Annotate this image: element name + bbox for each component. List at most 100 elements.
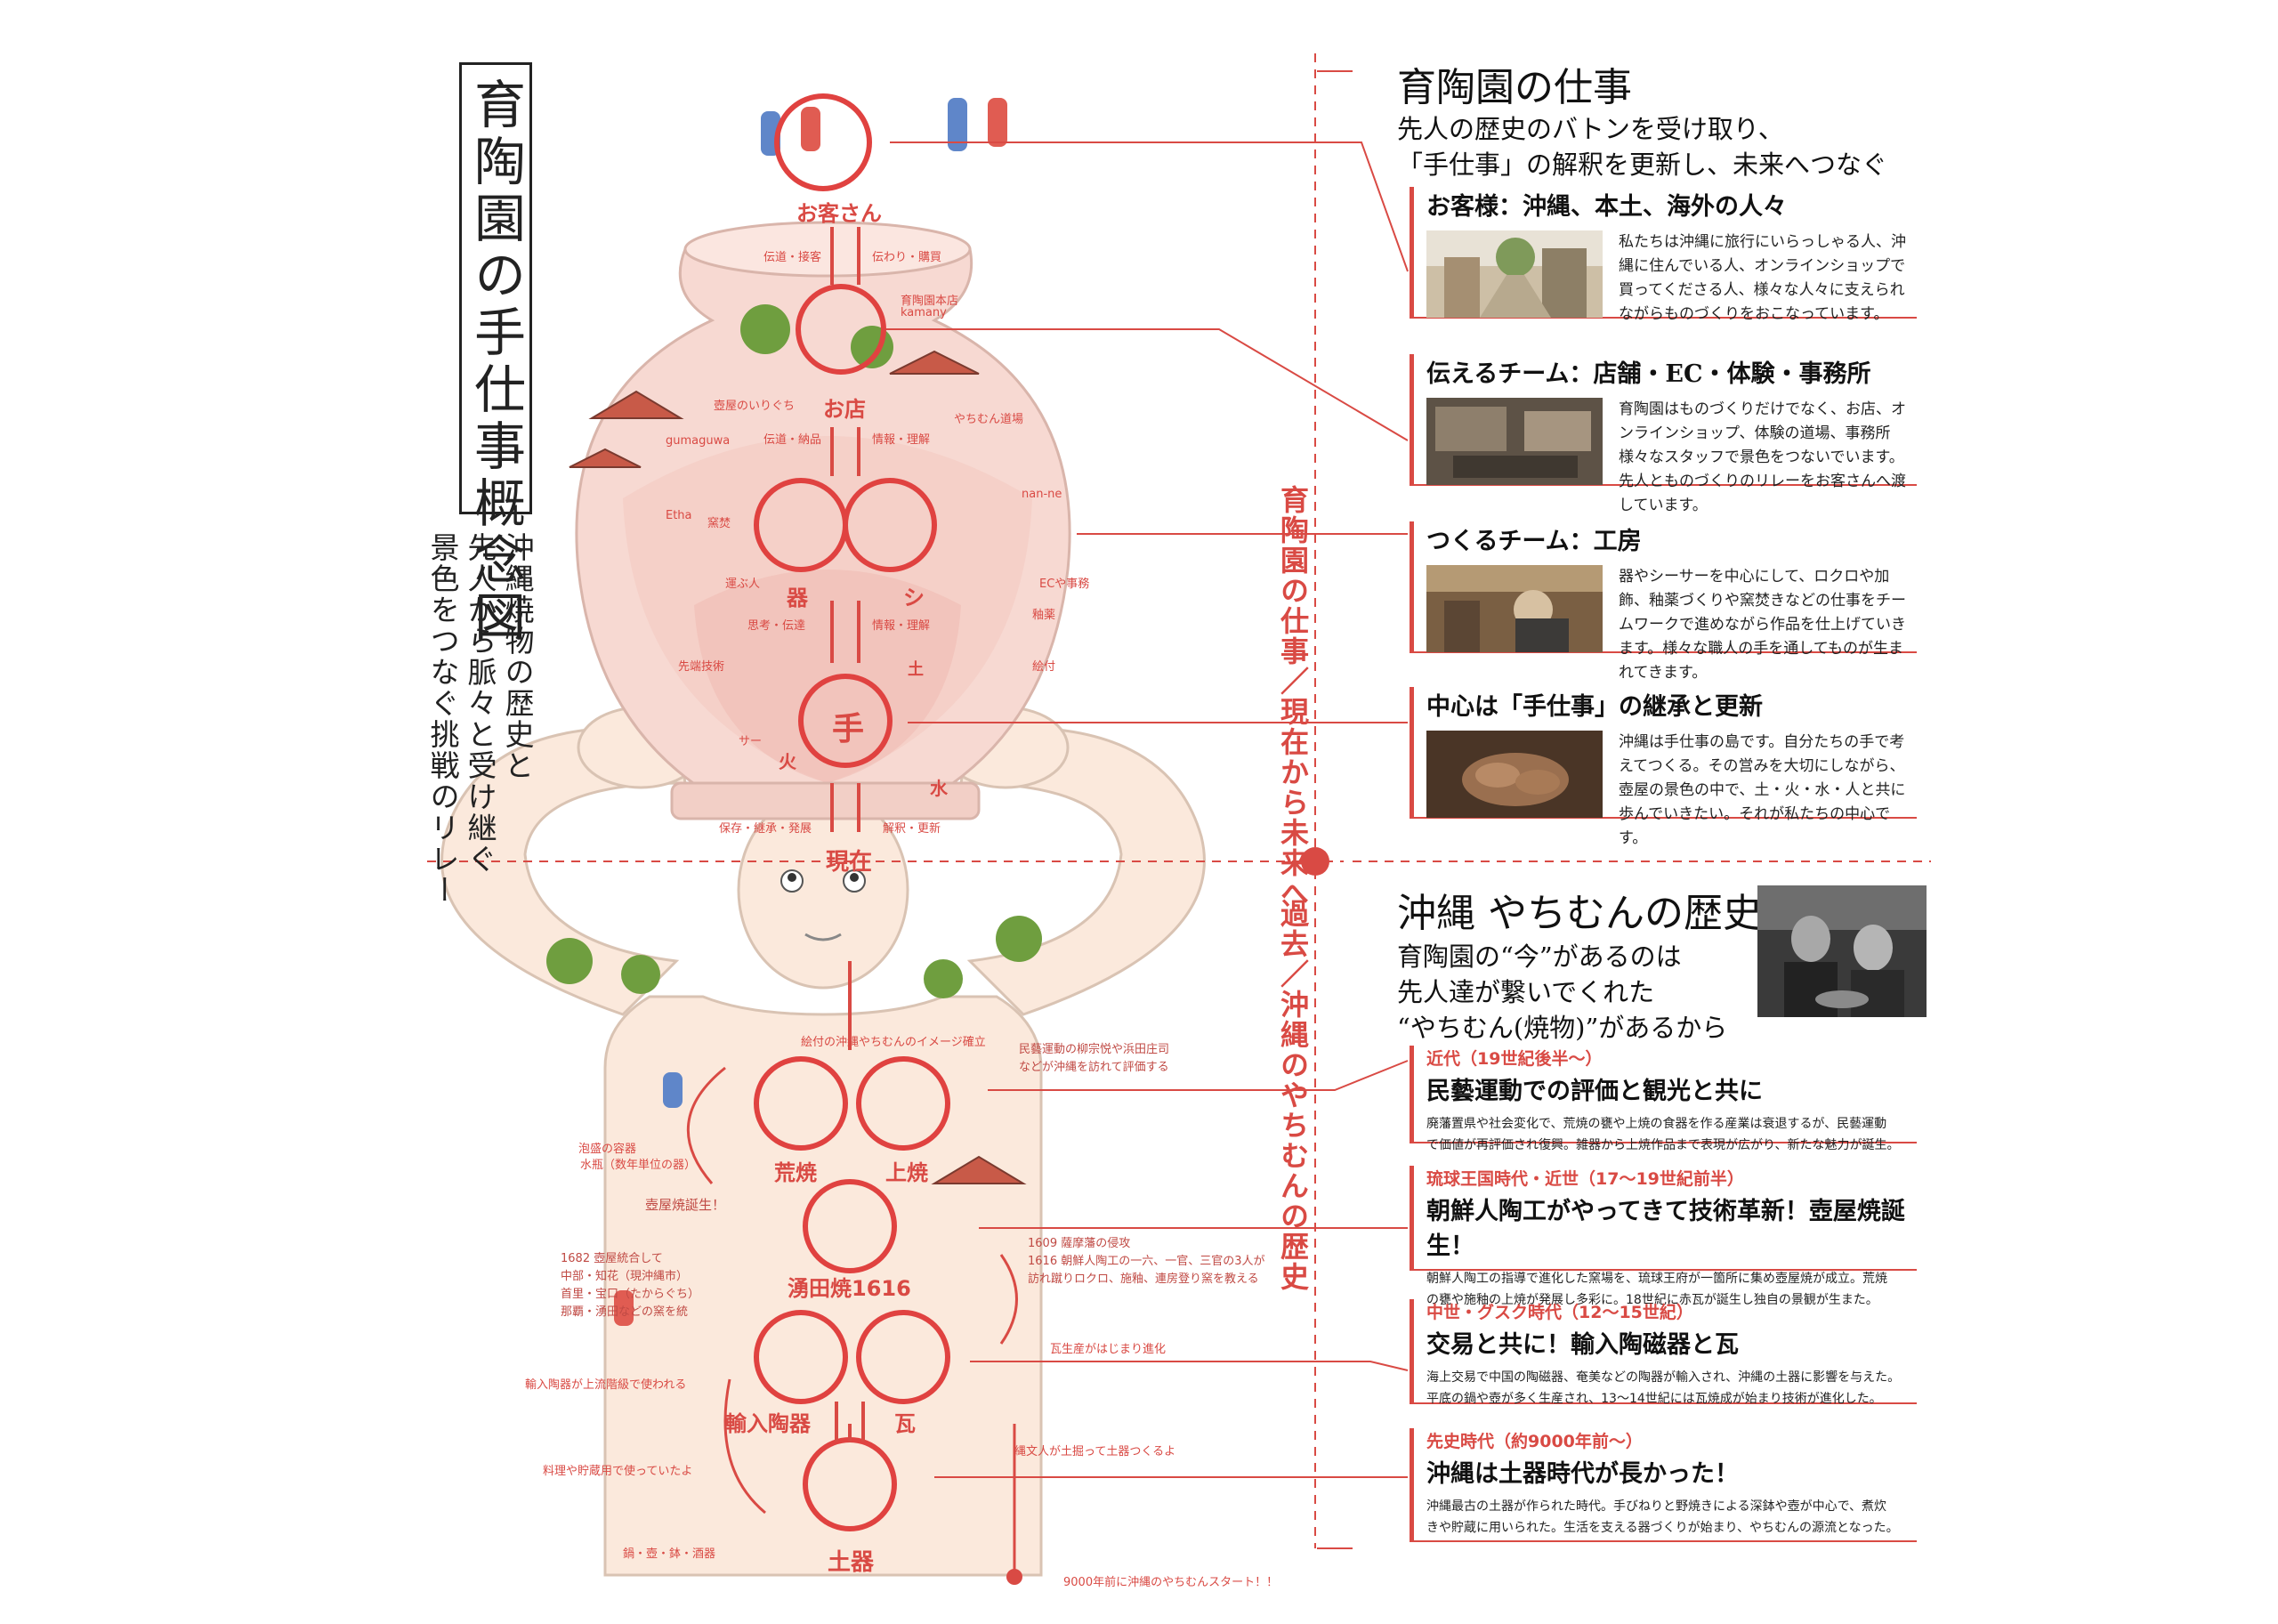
work-card-handcraft-title: 中心は「手仕事」の継承と更新 (1426, 693, 1763, 721)
work-card-customers-text: 私たちは沖縄に旅行にいらっしゃる人、沖縄に住んでいる人、オンラインショップで買っ… (1619, 233, 1906, 323)
ann-iriguchi: 壺屋のいりぐち (714, 400, 796, 413)
ann-kamany: kamany (901, 306, 947, 319)
ann-glaze: 釉薬 (1032, 609, 1056, 622)
history-lead-2: 先人達が繋いでくれた (1397, 977, 1655, 1007)
vertical-label-lower: 過去／沖縄のやちむんの歴史 (1276, 899, 1310, 1292)
ann-start: 9000年前に沖縄のやちむんスタート！！ (1063, 1576, 1279, 1589)
now-marker-dot (1301, 847, 1329, 876)
ann-dojo: やちむん道場 (954, 413, 1024, 426)
work-card-team-make-text: 器やシーサーを中心にして、ロクロや加飾、釉薬づくりや窯焚きなどの仕事をチームワー… (1619, 568, 1906, 682)
history-card-medieval-text-1: 海上交易で中国の陶磁器、奄美などの陶器が輸入され、沖縄の土器に影響を与えた。 (1426, 1370, 1901, 1385)
ann-1682-2: 中部・知花（現沖縄市） (561, 1270, 689, 1283)
history-card-medieval-text-2: 平底の鍋や壺が多く生産され、13〜14世紀には瓦焼成が始まり技術が進化した。 (1426, 1392, 1882, 1406)
history-card-modern-text-1: 廃藩置県や社会変化で、荒焼の甕や上焼の食器を作る産業は衰退するが、民藝運動 (1426, 1117, 1887, 1131)
ann-suikame: 水瓶（数年単位の器） (580, 1159, 697, 1172)
ann-1682-4: 那覇・湧田などの窯を統 (561, 1305, 689, 1319)
node-shop: お店 (823, 397, 866, 422)
node-tile: 瓦 (894, 1411, 916, 1436)
ann-mingei: 民藝運動の柳宗悦や浜田庄司 などが沖縄を訪れて評価する (1019, 1041, 1169, 1077)
diagram-title-box: 育陶園の手仕事概念図 (459, 62, 532, 647)
ann-tsuboya: 壺屋焼誕生！ (645, 1197, 726, 1213)
photo-history-image (1757, 885, 1927, 1017)
node-now: 現在 (826, 849, 873, 876)
history-card-prehistoric-text-2: きや貯蔵に用いられた。生活を支える器づくりが始まり、やちむんの源流となった。 (1426, 1521, 1899, 1535)
ann-etha: Etha (666, 509, 692, 522)
history-card-prehistoric: 先史時代（約9000年前〜） 沖縄は土器時代が長かった！ 沖縄最古の土器が作られ… (1410, 1428, 1917, 1542)
node-hand: 手 (832, 711, 865, 747)
figure-body (603, 995, 1043, 1577)
subtitle-line-1: 沖縄焼物の歴史と (500, 532, 535, 781)
work-lead-2: 「手仕事」の解釈を更新し、未来へつなぐ (1397, 149, 1888, 180)
vertical-label-upper: 育陶園の仕事／現在から未来へ (1276, 485, 1310, 909)
node-doki: 土器 (828, 1549, 875, 1576)
ann-1682: 1682 壺屋統合して 中部・知花（現沖縄市） 首里・宝口（たからぐち） 那覇・… (561, 1250, 699, 1321)
work-card-team-communicate: 伝えるチーム：店舗・EC・体験・事務所 育陶園はものづくりだけでなく、お店、オン… (1410, 354, 1917, 514)
ann-1616: 1616 朝鮮人陶工の一六、一官、三官の3人が (1028, 1255, 1265, 1268)
ann-shop-cust: 伝わり・購買 (872, 251, 942, 264)
history-card-ryukyu-text-1: 朝鮮人陶工の指導で進化した窯場を、琉球王府が一箇所に集め壺屋焼が成立。荒焼 (1426, 1272, 1887, 1286)
ann-kawara: 瓦生産がはじまり進化 (1050, 1343, 1167, 1356)
history-card-ryukyu-text-2: の甕や施釉の上焼が発展し多彩に。18世紀に赤瓦が誕生し独自の景観が生また。 (1426, 1293, 1878, 1307)
photo-workshop-image (1426, 565, 1603, 652)
history-card-modern-era: 近代（19世紀後半〜） (1426, 1049, 1603, 1069)
photo-hands-image (1426, 731, 1603, 818)
ann-hozon: 保存・継承・発展 (719, 822, 812, 836)
node-shisa: シ (903, 586, 925, 610)
history-card-medieval: 中世・グスク時代（12〜15世紀） 交易と共に！輸入陶磁器と瓦 海上交易で中国の… (1410, 1299, 1917, 1406)
ann-cust-shop: 伝道・接客 (763, 251, 822, 264)
subtitle-line-3: 景色をつなぐ挑戦のリレー (425, 532, 460, 906)
history-card-prehistoric-text-1: 沖縄最古の土器が作られた時代。手びねりと野焼きによる深鉢や壺が中心で、煮炊 (1426, 1499, 1887, 1514)
history-card-prehistoric-text: 沖縄最古の土器が作られた時代。手びねりと野焼きによる深鉢や壺が中心で、煮炊きや貯… (1426, 1496, 1917, 1539)
history-card-ryukyu-era: 琉球王国時代・近世（17〜19世紀前半） (1426, 1169, 1744, 1189)
photo-street-image (1426, 230, 1603, 318)
work-card-team-make-title: つくるチーム：工房 (1426, 528, 1642, 555)
work-card-team-communicate-title: 伝えるチーム：店舗・EC・体験・事務所 (1426, 360, 1871, 388)
history-card-modern: 近代（19世紀後半〜） 民藝運動での評価と観光と共に 廃藩置県や社会変化で、荒焼… (1410, 1046, 1917, 1152)
ann-hakobu: 運ぶ人 (725, 578, 761, 591)
work-card-customers: お客様：沖縄、本土、海外の人々 私たちは沖縄に旅行にいらっしゃる人、沖縄に住んで… (1410, 187, 1917, 323)
history-card-modern-text: 廃藩置県や社会変化で、荒焼の甕や上焼の食器を作る産業は衰退するが、民藝運動で価値… (1426, 1113, 1917, 1156)
ann-mingei-1: 民藝運動の柳宗悦や浜田庄司 (1019, 1043, 1170, 1056)
ann-shop-left: 伝道・納品 (763, 433, 822, 447)
work-card-customers-title: お客様：沖縄、本土、海外の人々 (1426, 193, 1787, 221)
ann-1609: 1609 薩摩藩の侵攻 1616 朝鮮人陶工の一六、一官、三官の3人が 訪れ蹴り… (1028, 1235, 1265, 1289)
ann-mingei-2: などが沖縄を訪れて評価する (1019, 1061, 1169, 1074)
diagram-title: 育陶園の手仕事概念図 (465, 77, 526, 647)
ann-kiln: 窯焚 (707, 517, 731, 530)
history-card-prehistoric-title: 沖縄は土器時代が長かった！ (1426, 1460, 1739, 1488)
ann-shop-name: 育陶園本店 (901, 295, 959, 308)
node-joyachi: 上焼 (885, 1160, 928, 1185)
history-lead: 育陶園の“今”があるのは 先人達が繋いでくれた “やちむん(焼物)”があるから (1397, 939, 1727, 1046)
work-lead: 先人の歴史のバトンを受け取り、 「手仕事」の解釈を更新し、未来へつなぐ (1397, 111, 1887, 182)
work-card-handcraft: 中心は「手仕事」の継承と更新 沖縄は手仕事の島です。自分たちの手で考えてつくる。… (1410, 687, 1917, 847)
history-card-ryukyu-title: 朝鮮人陶工がやってきて技術革新！壺屋焼誕生！ (1426, 1198, 1905, 1260)
ann-sa: サー (739, 735, 763, 748)
subtitle-line-2: 先人から脈々と受け継ぐ (463, 532, 497, 875)
ann-nabe: 鍋・壺・鉢・酒器 (623, 1547, 716, 1561)
work-card-team-make: つくるチーム：工房 器やシーサーを中心にして、ロクロや加飾、釉薬づくりや窯焚きな… (1410, 521, 1917, 682)
ann-yachimun-image: 絵付の沖縄やちむんのイメージ確立 (801, 1036, 986, 1049)
ann-awamori: 泡盛の容器 (578, 1143, 637, 1156)
history-card-modern-text-2: で価値が再評価され復興。雑器から上焼作品まで表現が広がり、新たな魅力が誕生。 (1426, 1138, 1900, 1152)
node-water: 水 (930, 778, 948, 799)
history-card-prehistoric-era: 先史時代（約9000年前〜） (1426, 1432, 1643, 1451)
history-card-ryukyu-text: 朝鮮人陶工の指導で進化した窯場を、琉球王府が一箇所に集め壺屋焼が成立。荒焼の甕や… (1426, 1268, 1917, 1311)
history-lead-1: 育陶園の“今”があるのは (1397, 941, 1682, 972)
photo-shop-image (1426, 398, 1603, 485)
ann-shop-right: 情報・理解 (872, 433, 931, 447)
node-imported: 輸入陶器 (725, 1411, 811, 1436)
ann-1616b: 訪れ蹴りロクロ、施釉、連房登り窯を教える (1028, 1273, 1259, 1286)
history-card-medieval-text: 海上交易で中国の陶磁器、奄美などの陶器が輸入され、沖縄の土器に影響を与えた。平底… (1426, 1367, 1917, 1410)
ann-ryouri: 料理や貯蔵用で使っていたよ (543, 1465, 693, 1478)
history-card-medieval-title: 交易と共に！輸入陶磁器と瓦 (1426, 1331, 1739, 1359)
work-lead-1: 先人の歴史のバトンを受け取り、 (1397, 114, 1784, 144)
work-card-team-communicate-text: 育陶園はものづくりだけでなく、お店、オンラインショップ、体験の道場、事務所様々な… (1619, 400, 1906, 514)
history-heading: 沖縄 やちむんの歴史 (1397, 891, 1762, 936)
node-customer: お客さん (796, 201, 882, 226)
ann-kaishaku: 解釈・更新 (883, 822, 941, 836)
ann-gumaguwa: gumaguwa (666, 434, 731, 448)
ann-1609-1: 1609 薩摩藩の侵攻 (1028, 1237, 1131, 1250)
work-heading: 育陶園の仕事 (1397, 65, 1632, 110)
node-fire: 火 (779, 751, 796, 772)
